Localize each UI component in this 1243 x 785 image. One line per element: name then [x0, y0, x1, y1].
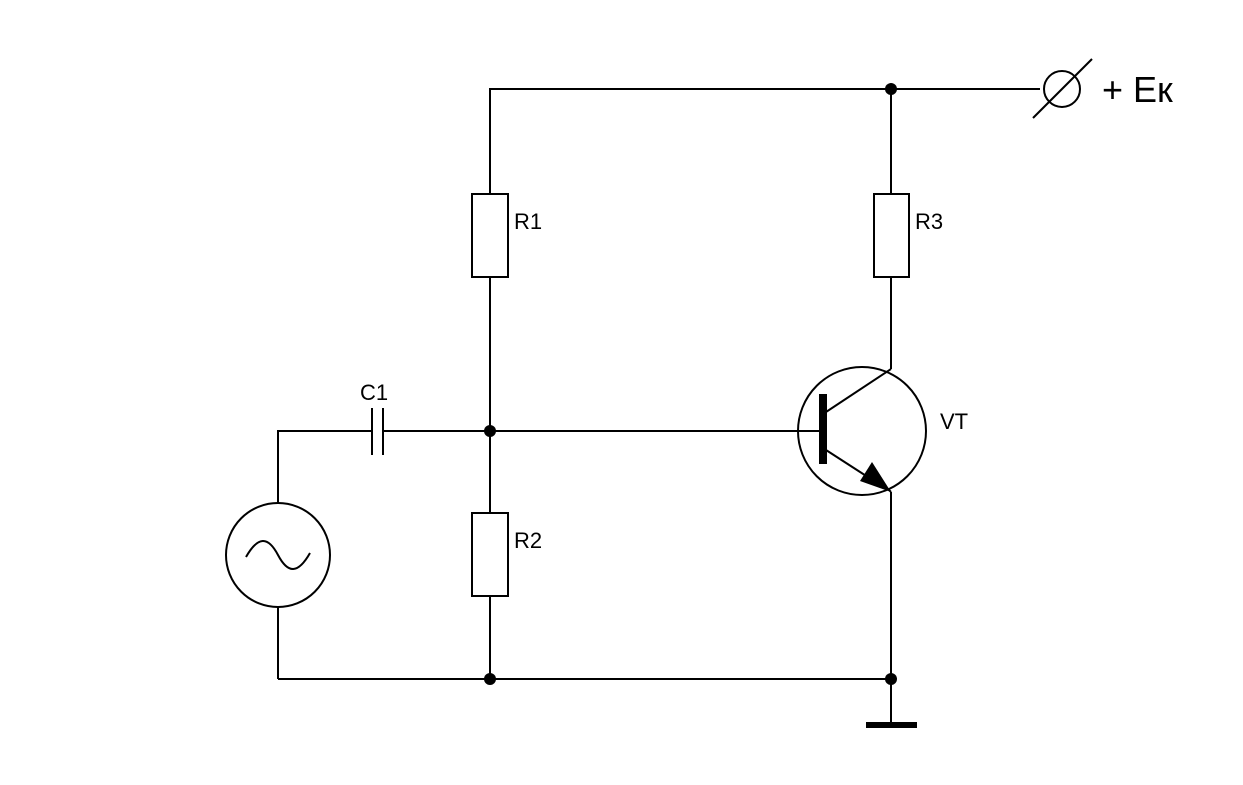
supply-rail-wire [489, 88, 1040, 194]
ac-source [225, 502, 331, 608]
r2-label: R2 [514, 528, 542, 553]
input-wire [277, 430, 798, 503]
r1-label: R1 [514, 209, 542, 234]
supply-voltage-label: + Eк [1102, 69, 1173, 110]
capacitor-c1 [371, 408, 384, 455]
c1-label: C1 [360, 380, 388, 405]
junction-dot [885, 673, 897, 685]
junction-dot [484, 673, 496, 685]
vt-label: VT [940, 409, 968, 434]
supply-terminal [1032, 58, 1093, 119]
resistor-r1 [471, 184, 509, 431]
resistor-r3 [873, 193, 910, 369]
r3-label: R3 [915, 209, 943, 234]
junction-dot [885, 83, 897, 95]
transistor-vt [797, 366, 927, 496]
resistor-r2 [471, 431, 509, 679]
junction-dot [484, 425, 496, 437]
